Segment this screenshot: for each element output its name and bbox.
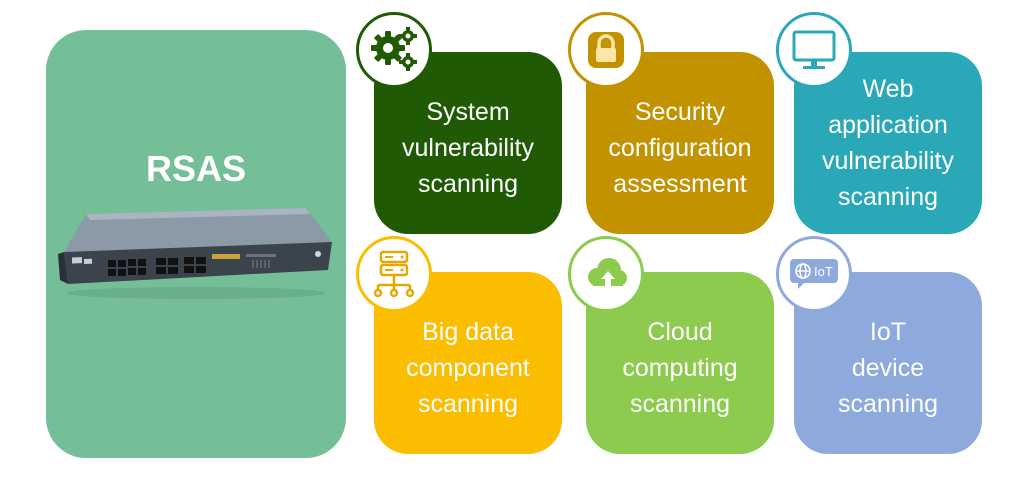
iot-globe-icon: IoT [776,236,852,312]
card-label: Cloud computing scanning [622,318,738,418]
monitor-icon [776,12,852,88]
card-label: Web application vulnerability scanning [821,75,954,211]
cloud-upload-icon [568,236,644,312]
gears-icon [356,12,432,88]
rack-appliance-image [58,208,332,299]
card-big-data-component-scanning: Big data component scanning [374,272,562,454]
iot-icon-label: IoT [814,264,833,279]
server-network-icon [356,236,432,312]
card-label: Security configuration assessment [608,98,752,198]
card-label: System vulnerability scanning [401,98,534,198]
rsas-panel: RSAS [46,30,346,458]
card-label: Big data component scanning [406,318,530,418]
lock-icon [568,12,644,88]
card-label: IoT device scanning [837,318,939,418]
rsas-title: RSAS [145,148,247,189]
